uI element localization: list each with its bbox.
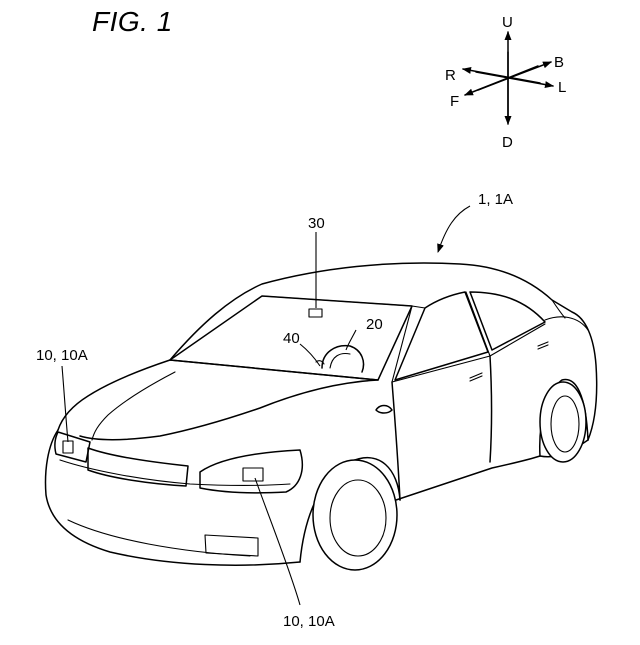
hood-crease [92, 372, 175, 440]
b-pillar [466, 292, 490, 356]
leader-display [300, 344, 320, 366]
label-steering: 20 [366, 316, 383, 333]
rear-side-window [470, 292, 545, 350]
label-down: D [502, 134, 513, 151]
label-up: U [502, 14, 513, 31]
leader-lamp-right [255, 478, 300, 605]
rear-door [490, 356, 492, 462]
hood [80, 360, 378, 440]
label-vehicle: 1, 1A [478, 191, 513, 208]
bumper-lip [68, 520, 250, 556]
label-right: R [445, 67, 456, 84]
sensor-box-right [243, 468, 263, 481]
label-back: B [554, 54, 564, 71]
side-mirror [376, 406, 392, 414]
hood-front-edge [58, 360, 170, 430]
front-tire [313, 460, 397, 570]
side-sill [396, 456, 540, 500]
label-sensor: 30 [308, 215, 325, 232]
grille [88, 448, 188, 486]
steering-wheel [322, 346, 364, 372]
leader-vehicle [438, 206, 470, 252]
headlamp-right [200, 450, 302, 493]
label-lamp-right: 10, 10A [283, 613, 335, 630]
figure-title: FIG. 1 [92, 6, 173, 38]
label-front: F [450, 93, 459, 110]
vehicle-drawing [46, 263, 597, 570]
label-display: 40 [283, 330, 300, 347]
back-arrow [478, 62, 551, 90]
label-lamp-left: 10, 10A [36, 347, 88, 364]
leader-lamp-left [62, 366, 68, 442]
label-left: L [558, 79, 566, 96]
sensor-30-box [309, 309, 322, 317]
direction-compass: U D R L F B [445, 14, 566, 151]
trunk-outline [545, 300, 588, 330]
sensor-box-left [63, 441, 73, 453]
